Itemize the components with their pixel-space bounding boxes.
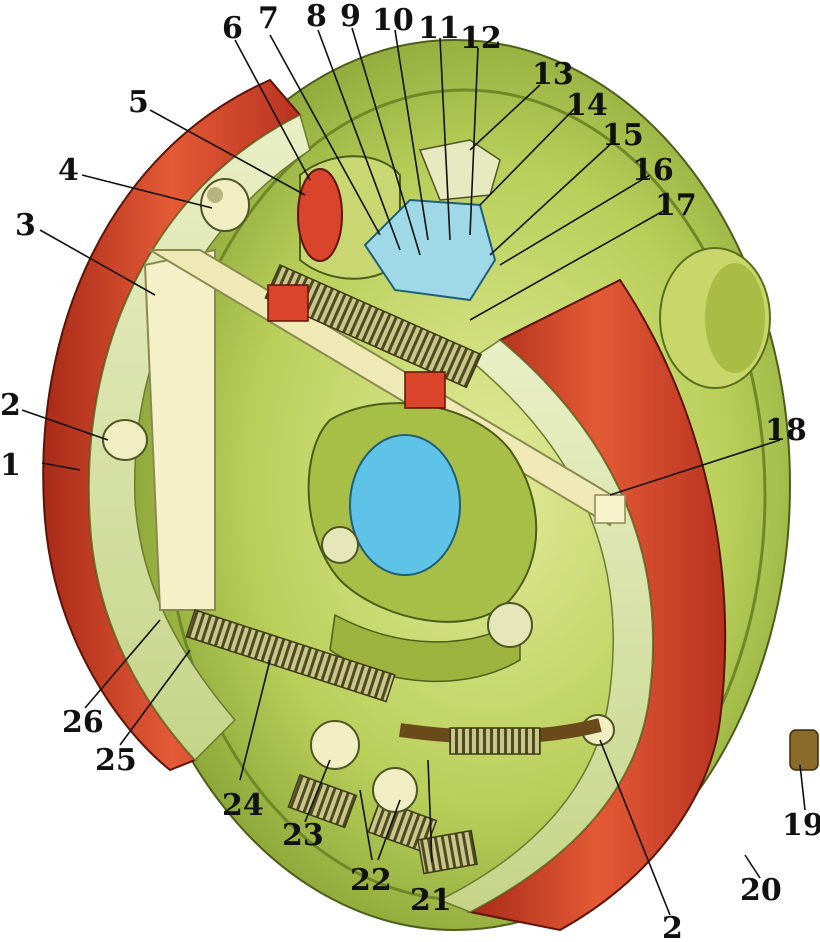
upper-return-spring bbox=[264, 264, 482, 409]
callout-21: 21 bbox=[410, 883, 452, 918]
callout-12: 12 bbox=[460, 21, 502, 56]
callout-4: 4 bbox=[58, 153, 79, 188]
callout-9: 9 bbox=[340, 0, 361, 34]
callout-7: 7 bbox=[258, 1, 279, 36]
callout-16: 16 bbox=[632, 153, 674, 188]
callout-6: 6 bbox=[222, 11, 243, 46]
callout-1: 1 bbox=[0, 448, 21, 483]
hub-boss bbox=[659, 247, 771, 389]
callout-13: 13 bbox=[532, 57, 574, 92]
callout-26: 26 bbox=[62, 705, 104, 740]
axle-stub bbox=[789, 729, 819, 771]
callout-20: 20 bbox=[740, 873, 782, 908]
callout-10: 10 bbox=[372, 3, 414, 38]
callout-19: 19 bbox=[782, 808, 820, 843]
callout-22: 22 bbox=[350, 863, 392, 898]
eccentric-adjuster bbox=[200, 178, 250, 232]
callout-2-upper: 2 bbox=[0, 388, 21, 423]
callout-11: 11 bbox=[418, 11, 460, 46]
bottom-springs bbox=[287, 720, 478, 875]
callout-23: 23 bbox=[282, 818, 324, 853]
leader-lines bbox=[21, 27, 806, 916]
callout-17: 17 bbox=[655, 188, 697, 223]
callout-3: 3 bbox=[15, 208, 36, 243]
callout-25: 25 bbox=[95, 743, 137, 778]
callout-2-lower: 2 bbox=[662, 911, 683, 942]
hold-down-pin-left bbox=[102, 419, 148, 461]
callout-5: 5 bbox=[128, 85, 149, 120]
callout-8: 8 bbox=[306, 0, 327, 34]
parking-cable bbox=[399, 718, 602, 755]
callout-14: 14 bbox=[566, 88, 608, 123]
callout-15: 15 bbox=[602, 118, 644, 153]
callout-18: 18 bbox=[765, 413, 807, 448]
mounting-bolt-right bbox=[487, 602, 533, 648]
lower-return-spring bbox=[185, 609, 396, 703]
mounting-bolt-left bbox=[321, 526, 359, 564]
center-hub bbox=[307, 402, 538, 683]
right-brake-shoe bbox=[438, 278, 727, 932]
self-adjuster bbox=[363, 139, 501, 302]
callout-24: 24 bbox=[222, 788, 264, 823]
